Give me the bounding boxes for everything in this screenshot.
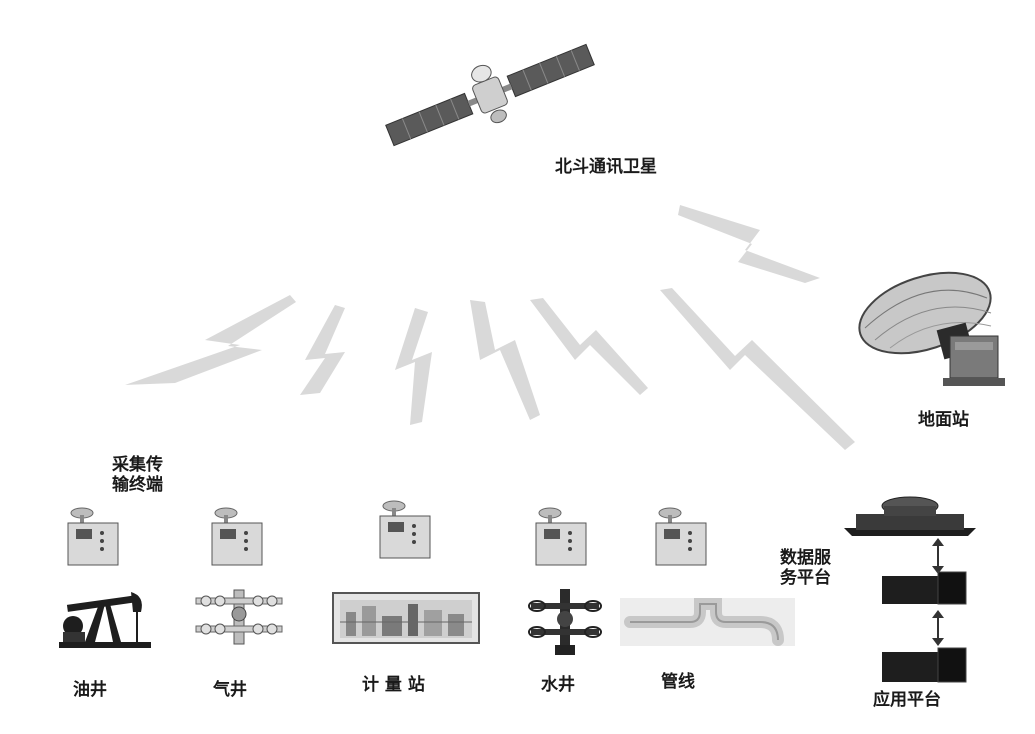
satellite-dish-icon	[858, 271, 1005, 386]
gas-wellhead-icon	[195, 589, 283, 645]
terminal-device-icon	[655, 507, 707, 566]
signal-bolt-6	[660, 288, 855, 450]
site-label-water-well: 水井	[541, 675, 575, 695]
terminal-device-icon	[379, 500, 431, 559]
data-service-label: 数据服 务平台	[780, 548, 850, 589]
site-label-metering-station: 计 量 站	[362, 675, 425, 695]
collection-terminal-label-line2: 输终端	[112, 475, 163, 496]
signal-bolt-4	[470, 300, 540, 420]
satellite-icon	[385, 43, 595, 147]
ground-station-label: 地面站	[918, 410, 969, 430]
site-label-oil-well: 油井	[73, 680, 107, 700]
terminal-device-icon	[211, 507, 263, 566]
signal-bolt-2	[300, 305, 345, 395]
signal-bolt-ground	[678, 205, 820, 283]
data-service-label-line2: 务平台	[780, 568, 831, 589]
terminal-device-icon	[535, 507, 587, 566]
pipeline-icon	[620, 598, 795, 646]
collection-terminal-label: 采集传 输终端	[112, 455, 182, 496]
water-wellhead-icon	[528, 589, 602, 655]
terminal-device-icon	[67, 507, 119, 566]
data-service-label-line1: 数据服	[780, 548, 831, 568]
platform-stack-icon	[844, 496, 976, 683]
signal-bolt-3	[395, 308, 432, 425]
signal-bolt-5	[530, 298, 648, 395]
oil-pumpjack-icon	[59, 592, 151, 648]
site-label-pipeline: 管线	[661, 672, 695, 692]
application-platform-label: 应用平台	[873, 690, 941, 710]
satellite-label: 北斗通讯卫星	[555, 157, 657, 177]
signal-bolt-1	[125, 295, 296, 385]
collection-terminal-label-line1: 采集传	[112, 455, 163, 475]
site-label-gas-well: 气井	[213, 680, 247, 700]
metering-station-icon	[332, 592, 480, 644]
